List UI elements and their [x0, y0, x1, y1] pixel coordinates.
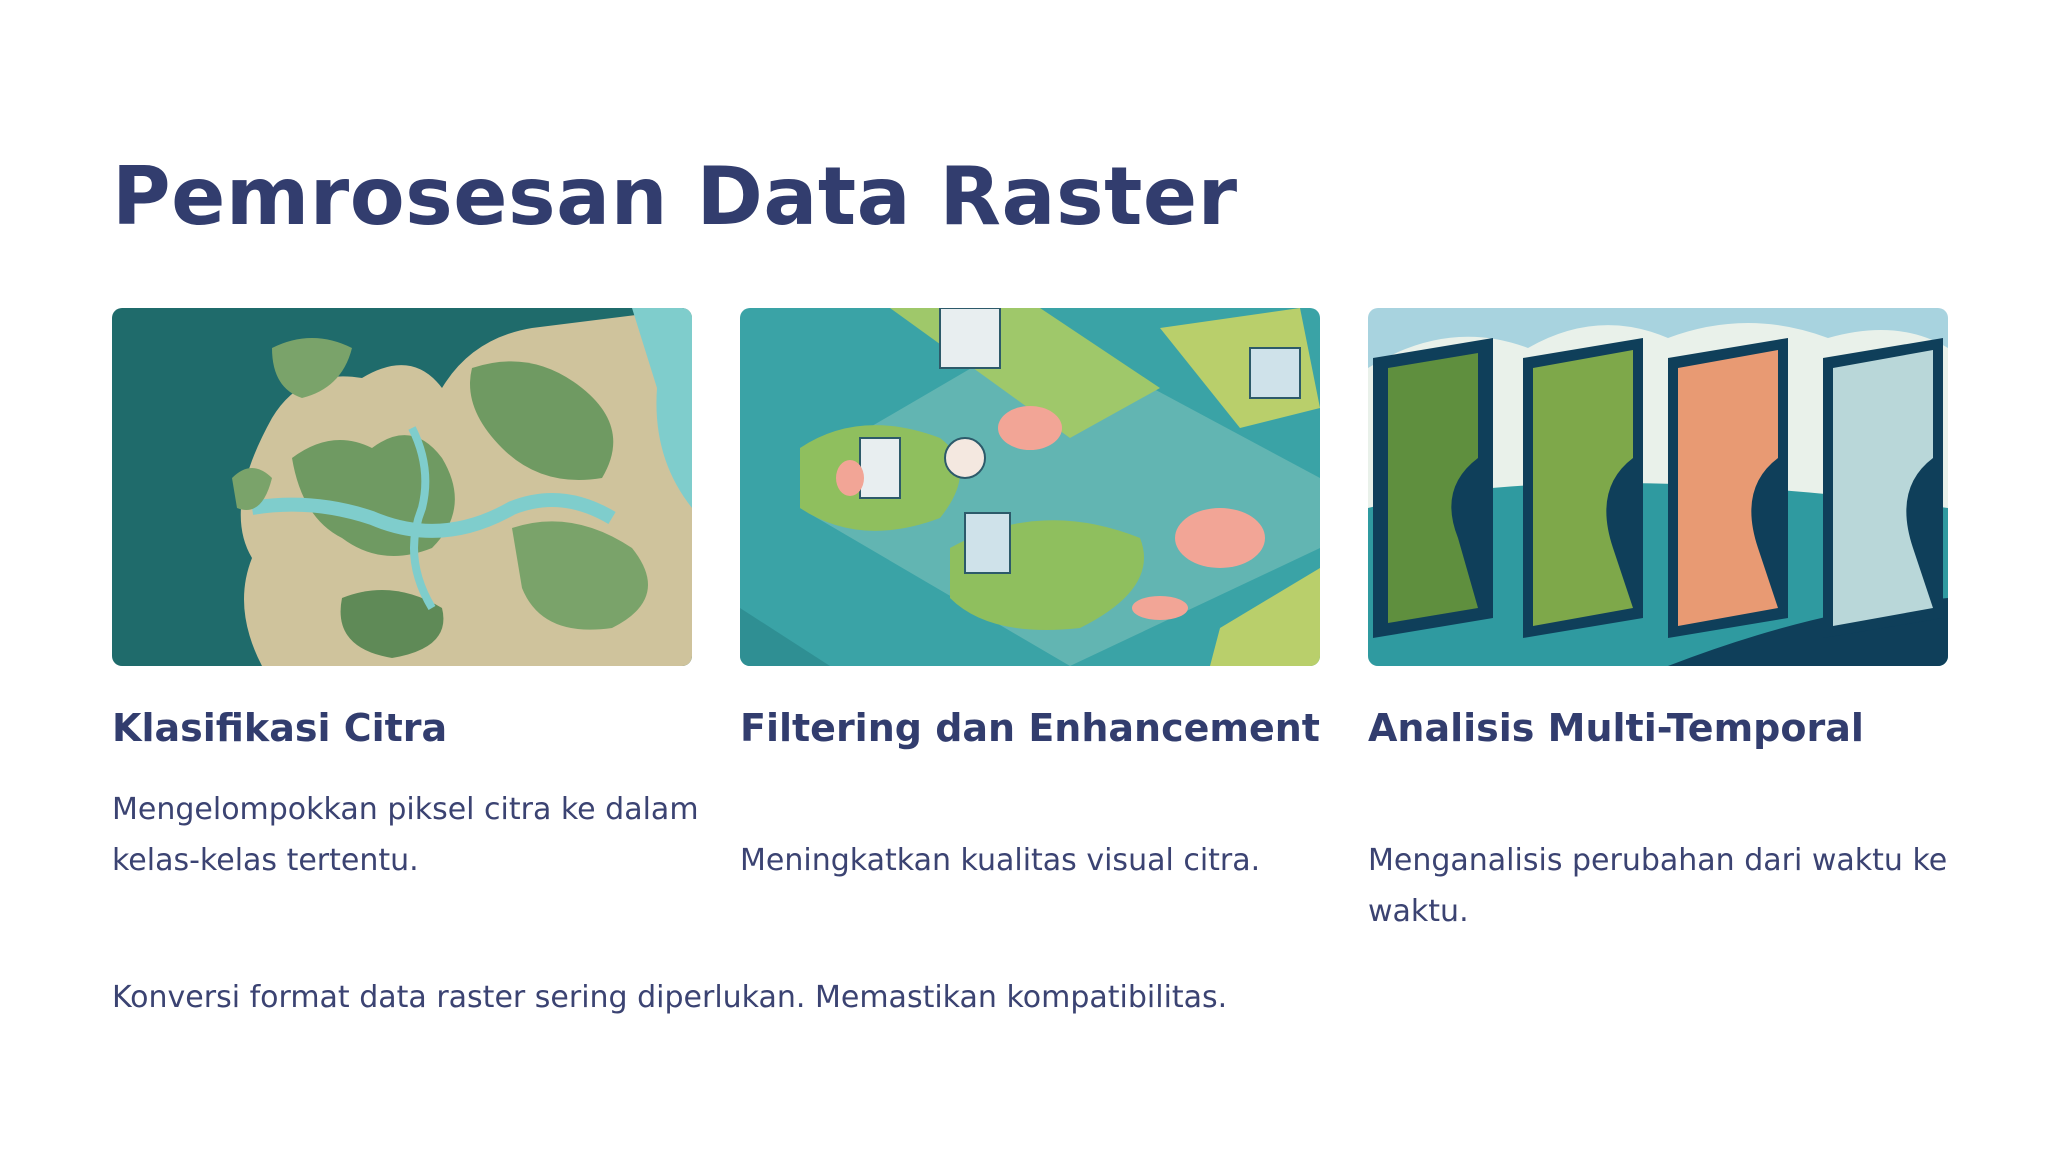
card-heading: Klasifikasi Citra	[112, 706, 448, 750]
classified-land-map-image	[112, 308, 692, 666]
slide-title: Pemrosesan Data Raster	[112, 150, 1238, 243]
card-heading: Analisis Multi-Temporal	[1368, 706, 1864, 750]
footer-note: Konversi format data raster sering diper…	[112, 980, 1228, 1015]
multi-temporal-map-panels-image	[1368, 308, 1948, 666]
card-klasifikasi-citra: Klasifikasi Citra Mengelompokkan piksel …	[112, 308, 699, 878]
isometric-city-illustration-image	[740, 308, 1320, 666]
card-description: Mengelompokkan piksel citra ke dalam kel…	[112, 792, 699, 878]
card-heading: Filtering dan Enhancement	[740, 706, 1320, 750]
card-filtering-enhancement: Filtering dan Enhancement Meningkatkan k…	[740, 308, 1320, 878]
card-description: Meningkatkan kualitas visual citra.	[740, 843, 1261, 878]
card-description: Menganalisis perubahan dari waktu ke wak…	[1368, 843, 1948, 929]
card-analisis-multi-temporal: Analisis Multi-Temporal Menganalisis per…	[1368, 308, 1948, 929]
